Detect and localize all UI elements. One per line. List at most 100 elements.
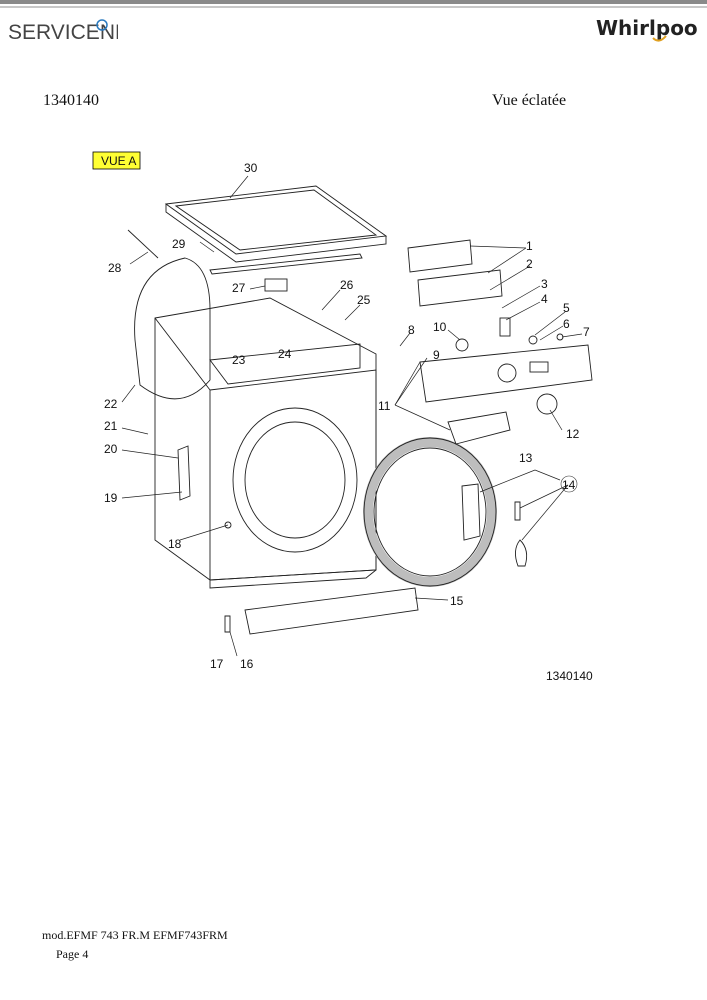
leader-28 [129, 251, 149, 265]
footer-model: mod.EFMF 743 FR.M EFMF743FRM [42, 928, 228, 942]
foot [224, 615, 231, 633]
whirlpool-logo: Whirlpool [596, 16, 698, 42]
part-label: 9 [433, 348, 440, 362]
part-label: 1 [526, 239, 533, 253]
door-ring-inner [373, 447, 487, 577]
part-label: 16 [240, 657, 254, 671]
part-label: 12 [566, 427, 580, 441]
swirl-icon [652, 35, 667, 42]
drum-inner [244, 421, 346, 539]
leader-3 [501, 285, 541, 309]
servicenet-logo-text: SERVICENET [8, 21, 118, 44]
kick-plate [244, 587, 419, 635]
cabinet-base [209, 569, 377, 589]
part-label: 25 [357, 293, 371, 307]
view-title: Vue éclatée [492, 92, 567, 109]
detergent-tray [209, 343, 361, 385]
back-panel [134, 257, 211, 400]
part-labels: 1 2 3 4 5 6 7 8 9 10 11 12 13 14 15 16 1… [104, 161, 593, 683]
part-14-highlight [560, 475, 578, 493]
leader-13a [479, 469, 536, 493]
drawer-handle [447, 411, 511, 445]
header-rule [0, 0, 707, 4]
door-handle [461, 483, 481, 541]
part-label: 19 [104, 491, 118, 505]
leader-4 [505, 301, 541, 321]
leader-22 [121, 384, 136, 403]
leader-15 [414, 597, 449, 601]
leader-27 [249, 285, 266, 290]
leader-lines [121, 175, 583, 657]
part-label: 2 [526, 257, 533, 271]
leader-19 [121, 491, 183, 499]
control-panel [419, 344, 593, 403]
part-label: 20 [104, 442, 118, 456]
part-label: 28 [108, 261, 122, 275]
part-label: 10 [433, 320, 447, 334]
leader-6 [539, 325, 564, 341]
hose-part [127, 229, 159, 259]
leader-14b [521, 484, 569, 541]
diagram-reference: 1340140 [546, 669, 593, 683]
top-lid [164, 185, 388, 255]
leader-30 [229, 175, 249, 199]
top-rail [209, 253, 363, 275]
drum-outer [232, 407, 358, 553]
part-label: 13 [519, 451, 533, 465]
top-lid-edge [165, 204, 387, 263]
leader-16 [229, 631, 238, 657]
part-label: 6 [563, 317, 570, 331]
part-label: 5 [563, 301, 570, 315]
leader-11b [394, 404, 451, 431]
part-label: 27 [232, 281, 246, 295]
gear-icon [96, 19, 108, 31]
part-label: 29 [172, 237, 186, 251]
part-label: 22 [104, 397, 118, 411]
leader-1b [487, 247, 527, 274]
program-dial [497, 363, 517, 383]
leader-2 [489, 265, 531, 291]
switch-button [455, 338, 469, 352]
part-label: 26 [340, 278, 354, 292]
leader-21 [121, 427, 149, 435]
part-label: 3 [541, 277, 548, 291]
selector-knob [536, 393, 558, 415]
cabinet-edge [154, 317, 211, 391]
leader-12 [549, 409, 563, 431]
leader-8 [399, 332, 411, 347]
part-label: 11 [378, 399, 391, 413]
leader-14a [519, 484, 569, 509]
leader-1 [469, 245, 527, 249]
part-label: 7 [583, 325, 590, 339]
part-label: 23 [232, 353, 246, 367]
top-lid-inner [174, 189, 378, 251]
pcb-top [407, 239, 473, 273]
machine-drawing [127, 185, 593, 635]
pcb-main [417, 269, 503, 307]
leader-7 [561, 333, 583, 338]
leader-5 [534, 311, 566, 336]
part-label: 4 [541, 292, 548, 306]
part-label: 18 [168, 537, 182, 551]
servicenet-logo: SERVICENET [8, 19, 118, 44]
leader-11a [394, 361, 421, 406]
part-label: 15 [450, 594, 464, 608]
filter-cover [264, 278, 288, 292]
leader-18 [179, 524, 229, 541]
screw-part [224, 521, 232, 529]
part-label: 24 [278, 347, 292, 361]
part-label: 21 [104, 419, 118, 433]
footer-page-number: Page 4 [56, 947, 89, 961]
cabinet-front [209, 369, 377, 581]
document-code: 1340140 [43, 92, 99, 109]
door-lock-part [514, 501, 521, 521]
door-hinge [177, 445, 191, 501]
leader-11c [394, 357, 428, 406]
exploded-view-diagram: VUE A [92, 151, 593, 683]
whirlpool-logo-text: Whirlpool [596, 16, 698, 40]
small-button [528, 335, 538, 345]
view-badge-label: VUE A [101, 154, 136, 168]
door-catch [515, 539, 528, 567]
part-label: 14 [562, 478, 576, 492]
view-badge [92, 151, 141, 170]
